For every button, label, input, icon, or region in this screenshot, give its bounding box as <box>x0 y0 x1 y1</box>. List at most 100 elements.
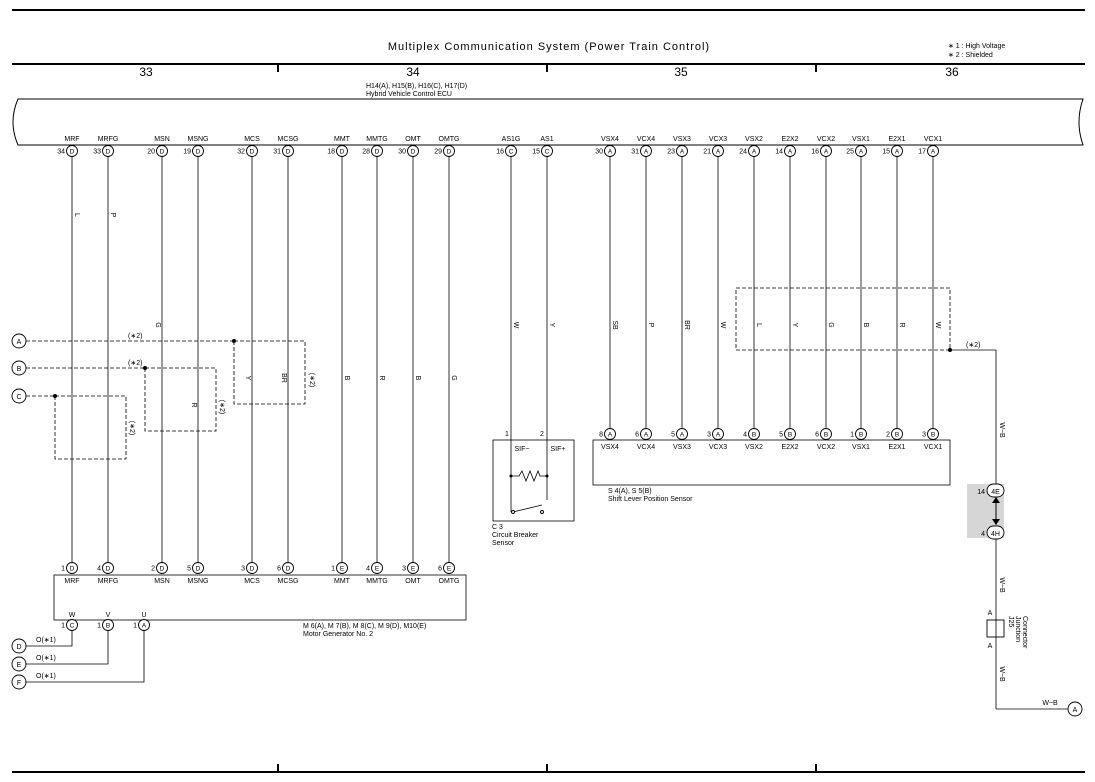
ref-circle-b <box>11 360 27 376</box>
connector-4h <box>986 525 1005 540</box>
motor-pin-connector: D <box>196 565 201 572</box>
shift-pin-circle <box>927 428 939 440</box>
ecu-pin-number: 16 <box>496 148 504 155</box>
motor-pin-number: 3 <box>402 565 406 572</box>
shift-pin-number: 8 <box>599 431 603 438</box>
wire-color-code: BR <box>683 320 690 330</box>
wire-color-code: L <box>73 213 80 217</box>
motor-pin-label: MMTG <box>366 578 387 585</box>
ecu-pin-number: 15 <box>532 148 540 155</box>
shift-pin-label: E2X1 <box>888 444 905 451</box>
ground-ref-label: A <box>1073 707 1078 714</box>
ecu-pin-label: AS1 <box>540 136 553 143</box>
ecu-pin-number: 20 <box>147 148 155 155</box>
ecu-name: Hybrid Vehicle Control ECU <box>366 91 452 98</box>
j25-name: Junction <box>1014 616 1021 642</box>
motor-pin-circle <box>66 562 78 574</box>
column-number: 34 <box>406 65 420 79</box>
ecu-pin-connector: D <box>160 148 165 155</box>
ecu-pin-connector: D <box>340 148 345 155</box>
shift-pin-connector: A <box>608 431 613 438</box>
motor-pin-connector: E <box>340 565 345 572</box>
shift-pin-connector: B <box>752 431 756 438</box>
ecu-pin-connector: D <box>375 148 380 155</box>
ecu-pin-connector: A <box>716 148 721 155</box>
ref-circle-e <box>11 656 27 672</box>
ecu-pin-connector: D <box>196 148 201 155</box>
connector-4h-pin: 4 <box>981 531 985 538</box>
ecu-pin-label: MSN <box>154 136 170 143</box>
ecu-pin-connector: A <box>680 148 685 155</box>
wire-color-code: R <box>898 322 905 327</box>
wire-color-code: P <box>647 323 654 328</box>
phase-pin-label: W <box>69 612 76 619</box>
splice-dot <box>143 366 147 370</box>
shift-pin-circle <box>855 428 867 440</box>
shield-note-shift: (∗2) <box>966 342 980 349</box>
ecu-pin-label: VCX4 <box>637 136 655 143</box>
phase-pin-circle <box>66 619 78 631</box>
wire-color-code: W <box>719 322 726 329</box>
shift-pin-connector: A <box>680 431 685 438</box>
ecu-pin-number: 24 <box>739 148 747 155</box>
j25-pin-bottom: A <box>988 643 993 650</box>
ecu-pin-label: AS1G <box>502 136 521 143</box>
phase-wire-color: O(∗1) <box>36 673 56 680</box>
motor-pin-number: 1 <box>61 565 65 572</box>
ecu-pin-number: 30 <box>398 148 406 155</box>
wire-color-code: G <box>827 322 834 327</box>
shift-pin-connector: B <box>931 431 935 438</box>
ecu-pin-number: 18 <box>327 148 335 155</box>
motor-pin-label: MRF <box>64 578 79 585</box>
breaker-pin-1: 1 <box>505 431 509 438</box>
ground-ref-a <box>1067 701 1083 717</box>
column-number: 33 <box>139 65 153 79</box>
phase-pin-connector: A <box>142 622 147 629</box>
wire-color-code: BR <box>280 373 287 383</box>
ecu-pin-connector: A <box>859 148 864 155</box>
ecu-pin-label: VSX1 <box>852 136 870 143</box>
motor-pin-number: 2 <box>151 565 155 572</box>
motor-pin-label: OMTG <box>439 578 460 585</box>
switch-contact <box>511 510 515 514</box>
ecu-pin-connector: A <box>644 148 649 155</box>
junction-connector-j25 <box>986 619 1005 638</box>
shift-pin-label: VSX4 <box>601 444 619 451</box>
shift-pin-number: 5 <box>779 431 783 438</box>
phase-pin-connector: B <box>106 622 110 629</box>
ecu-pin-label: OMTG <box>439 136 460 143</box>
note-high-voltage: ∗ 1 : High Voltage <box>948 43 1005 50</box>
motor-name: Motor Generator No. 2 <box>303 631 373 638</box>
shift-pin-circle <box>712 428 724 440</box>
breaker-pin-2: 2 <box>540 431 544 438</box>
shift-pin-circle <box>676 428 688 440</box>
shift-pin-number: 3 <box>707 431 711 438</box>
ecu-pin-connector: D <box>411 148 416 155</box>
motor-pin-number: 1 <box>331 565 335 572</box>
ref-label: D <box>16 644 21 651</box>
ecu-pin-connector: A <box>824 148 829 155</box>
ecu-pin-number: 31 <box>631 148 639 155</box>
motor-pin-number: 4 <box>366 565 370 572</box>
ecu-pin-label: VSX2 <box>745 136 763 143</box>
wire-color-code: W <box>512 322 519 329</box>
wire-group <box>71 156 934 563</box>
ref-circle-c <box>11 388 27 404</box>
shift-pin-circle <box>820 428 832 440</box>
ecu-pin-number: 29 <box>434 148 442 155</box>
j25-pin-top: A <box>988 610 993 617</box>
connector-4e <box>986 483 1005 498</box>
motor-pin-number: 5 <box>187 565 191 572</box>
shield-note-mrf: (∗2) <box>128 421 135 435</box>
ecu-pin-connector: C <box>545 148 550 155</box>
wire-color-code: R <box>378 375 385 380</box>
motor-pin-circle <box>443 562 455 574</box>
ecu-pin-label: VSX4 <box>601 136 619 143</box>
ecu-pin-label: MMTG <box>366 136 387 143</box>
splice-dot <box>545 474 549 478</box>
ecu-pin-connector: D <box>447 148 452 155</box>
ecu-pin-number: 14 <box>775 148 783 155</box>
shield-note-msn: (∗2) <box>218 400 225 414</box>
